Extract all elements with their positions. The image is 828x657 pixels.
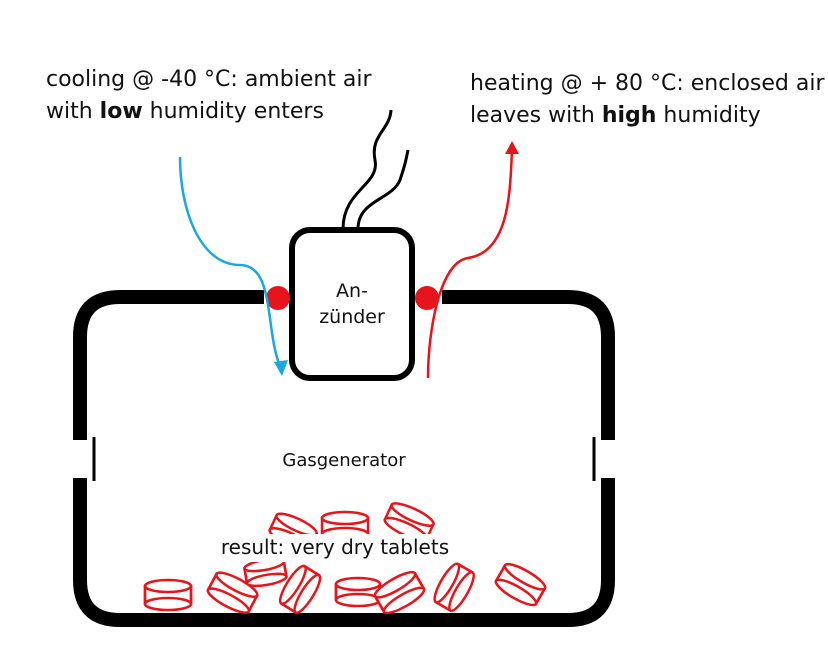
tablet [278,564,322,615]
igniter-label: An- zünder [292,278,412,330]
cold-air-label-line1: cooling @ -40 °C: ambient air [46,67,372,92]
cold-air-label: cooling @ -40 °C: ambient air with low h… [46,64,372,128]
igniter-label-line2: zünder [319,306,385,328]
cold-air-label-text: with [46,99,100,124]
tablet [373,570,426,615]
tablet [383,502,436,542]
igniter-label-line1: An- [336,280,368,302]
chamber-label: Gasgenerator [282,450,406,471]
igniter-wire-1 [341,109,393,230]
cold-air-label-text-end: humidity enters [142,99,324,124]
hot-air-label: heating @ + 80 °C: enclosed air leaves w… [470,68,825,132]
cold-air-arrowhead [274,360,288,376]
hot-air-arrowhead [505,141,519,154]
igniter-box [289,227,415,381]
tablet [494,562,547,607]
result-label: result: very dry tablets [220,535,450,559]
tablet [334,576,382,608]
cold-air-label-line2: with low humidity enters [46,96,372,128]
right-seal-point [415,286,439,310]
hot-air-label-line1: heating @ + 80 °C: enclosed air [470,71,825,96]
tablet [143,578,193,612]
igniter-wire-2 [356,149,410,230]
left-seal-point [266,286,290,310]
tablet [242,557,288,588]
hot-air-label-text-end: humidity [656,103,761,128]
tablets [143,557,547,615]
cold-air-flow-line [178,156,282,367]
cold-air-label-emphasis: low [99,99,143,124]
hot-air-label-emphasis: high [601,103,657,128]
tablet [433,562,475,613]
result-label-backing [213,534,458,562]
tablet [206,571,259,614]
hot-air-label-text: leaves with [470,103,602,128]
chamber-wall [73,290,615,627]
hot-air-flow-line [426,149,514,379]
hot-air-label-line2: leaves with high humidity [470,100,825,132]
